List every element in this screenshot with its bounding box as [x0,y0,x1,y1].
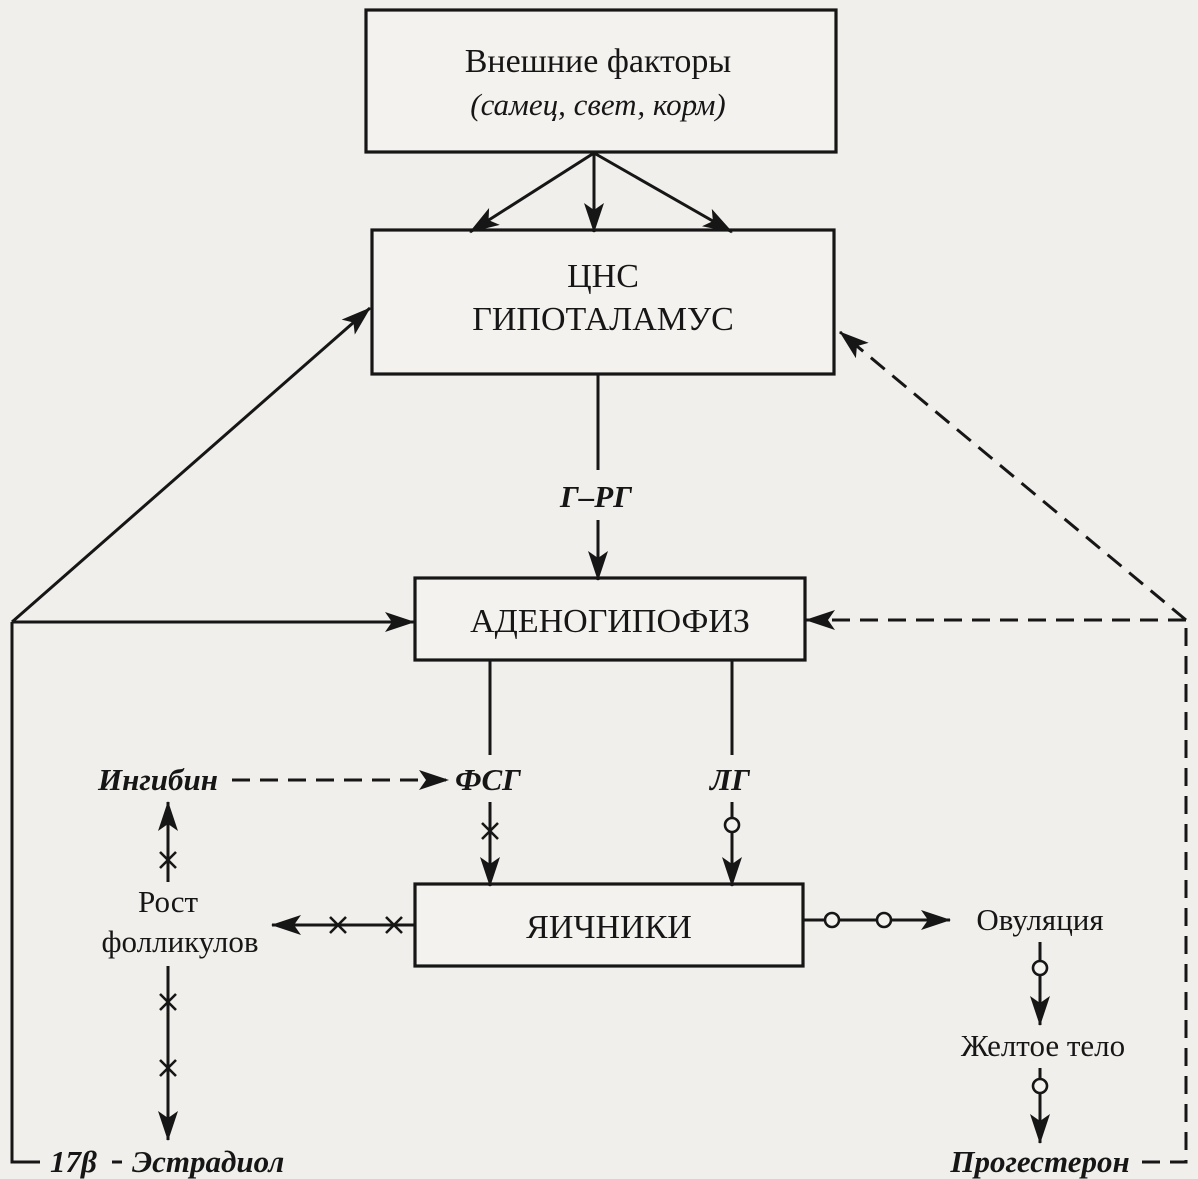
estradiol-node: 17β Эстрадиол [50,1144,284,1179]
ovaries-label: ЯИЧНИКИ [526,909,692,946]
estradiol-feedback-line [10,622,40,1164]
ovulation-circle-marker-2 [875,911,893,929]
ovulation-label: Овуляция [976,902,1103,937]
grh-pathway: Г–РГ [559,375,632,581]
inhibin-cross-marker [159,851,177,869]
external-to-cns-arrow-left [469,151,595,234]
follicles-cross-marker-2 [385,916,403,934]
adenohypophysis-label: АДЕНОГИПОФИЗ [470,603,750,640]
progesterone-circle-marker [1031,1077,1049,1095]
progesterone-to-cns-arrow [839,330,1187,622]
progesterone-feedback [805,330,1188,1164]
progesterone-feedback-line [1142,620,1188,1164]
corpus-luteum-circle-marker [1031,959,1049,977]
ovulation-pathway: Овуляция Желтое тело Прогестерон [804,902,1130,1179]
estradiol-feedback [10,306,415,1164]
estradiol-cross-marker-2 [159,1059,177,1077]
estradiol-label: Эстрадиол [132,1144,284,1179]
fsh-label: ФСГ [455,762,521,797]
estradiol-cross-marker-1 [159,993,177,1011]
corpus-luteum-label: Желтое тело [961,1028,1125,1063]
follicle-growth-line2: фолликулов [101,924,258,959]
lh-circle-marker [723,816,741,834]
inhibin-pathway: Ингибин [97,762,449,882]
follicle-growth-node: Рост фолликулов [101,884,415,1141]
external-factors-box: Внешние факторы (самец, свет, корм) [364,8,838,154]
adenohypophysis-box: АДЕНОГИПОФИЗ [413,576,807,662]
lh-label: ЛГ [708,762,750,797]
follicle-growth-line1: Рост [138,884,199,919]
grh-label: Г–РГ [559,479,632,514]
hypothalamus-label: ГИПОТАЛАМУС [472,301,734,338]
ovulation-circle-marker-1 [823,911,841,929]
ovaries-box: ЯИЧНИКИ [413,882,805,968]
external-factors-title: Внешние факторы [465,43,732,80]
cns-hypothalamus-box: ЦНС ГИПОТАЛАМУС [370,228,836,376]
inhibin-label: Ингибин [97,762,218,797]
progesterone-label: Прогестерон [949,1144,1129,1179]
follicles-cross-marker-1 [329,916,347,934]
estradiol-prefix: 17β [50,1144,97,1179]
estradiol-to-cns-arrow [11,306,371,624]
external-factors-subtitle: (самец, свет, корм) [470,87,725,122]
external-to-cns-arrow-right [593,151,733,234]
fsh-pathway: ФСГ [455,661,521,887]
cns-label: ЦНС [567,258,639,295]
fsh-cross-marker [481,822,499,840]
lh-pathway: ЛГ [708,661,750,887]
external-to-cns-arrows [469,151,733,234]
